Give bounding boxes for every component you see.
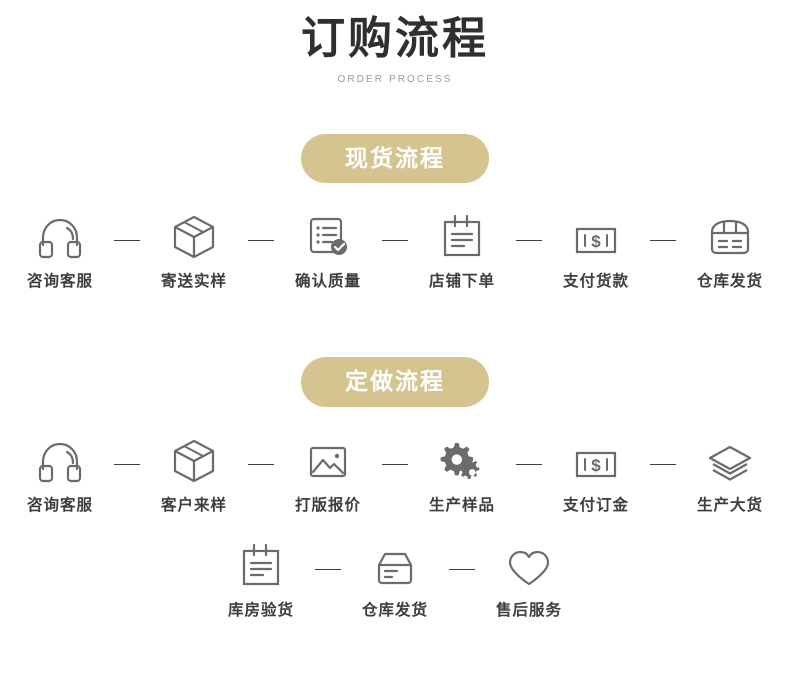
step-produce-sample[interactable]: 生产样品 — [408, 428, 516, 515]
section-badge-instock: 现货流程 — [301, 134, 489, 184]
step-pay-deposit[interactable]: $ 支付订金 — [542, 428, 650, 515]
flow-connector — [516, 204, 542, 260]
step-consult-service-2[interactable]: 咨询客服 — [6, 428, 114, 515]
step-label: 确认质量 — [294, 273, 361, 291]
document-check-icon — [305, 204, 351, 260]
section-badge-custom: 定做流程 — [301, 357, 489, 407]
box-icon — [171, 428, 217, 484]
step-label: 支付订金 — [562, 496, 629, 514]
flow-connector — [516, 428, 542, 484]
flow-connector — [449, 533, 475, 589]
step-label: 咨询客服 — [26, 273, 93, 291]
notepad-icon — [440, 204, 484, 260]
heart-icon — [505, 533, 553, 589]
step-bulk-production[interactable]: 生产大货 — [676, 428, 784, 515]
gears-icon — [438, 428, 486, 484]
svg-text:$: $ — [591, 456, 601, 475]
step-send-sample[interactable]: 寄送实样 — [140, 204, 248, 291]
flow-connector — [114, 204, 140, 260]
flow-connector — [650, 428, 676, 484]
section-badge-wrap-2: 定做流程 — [0, 357, 790, 407]
step-confirm-quality[interactable]: 确认质量 — [274, 204, 382, 291]
flow-connector — [248, 204, 274, 260]
page-title: 订购流程 — [301, 14, 489, 63]
step-label: 咨询客服 — [26, 496, 93, 514]
flow-row-custom-2: 库房验货 仓库发货 售后服务 — [0, 533, 790, 620]
flow-connector — [248, 428, 274, 484]
notepad-icon — [239, 533, 283, 589]
picture-icon — [306, 428, 350, 484]
step-label: 仓库发货 — [361, 601, 428, 619]
step-warehouse-ship-2[interactable]: 仓库发货 — [341, 533, 449, 620]
step-label: 售后服务 — [495, 601, 562, 619]
step-label: 生产样品 — [428, 496, 495, 514]
svg-text:$: $ — [591, 232, 601, 251]
step-sample-quote[interactable]: 打版报价 — [274, 428, 382, 515]
flow-connector — [382, 428, 408, 484]
step-label: 生产大货 — [696, 496, 763, 514]
flow-connector — [315, 533, 341, 589]
delivery-box-icon — [706, 204, 754, 260]
headset-icon — [37, 204, 83, 260]
step-label: 库房验货 — [227, 601, 294, 619]
step-label: 店铺下单 — [428, 273, 495, 291]
step-warehouse-inspect[interactable]: 库房验货 — [207, 533, 315, 620]
flow-connector — [114, 428, 140, 484]
step-customer-sample[interactable]: 客户来样 — [140, 428, 248, 515]
step-label: 客户来样 — [160, 496, 227, 514]
box-icon — [171, 204, 217, 260]
step-consult-service[interactable]: 咨询客服 — [6, 204, 114, 291]
step-pay-goods[interactable]: $ 支付货款 — [542, 204, 650, 291]
layers-icon — [706, 428, 754, 484]
banknote-icon: $ — [571, 428, 621, 484]
section-badge-wrap-1: 现货流程 — [0, 134, 790, 184]
step-label: 寄送实样 — [160, 273, 227, 291]
flow-connector — [382, 204, 408, 260]
step-label: 打版报价 — [294, 496, 361, 514]
step-label: 仓库发货 — [696, 273, 763, 291]
headset-icon — [37, 428, 83, 484]
flow-row-custom-1: 咨询客服 客户来样 打版报 — [0, 428, 790, 515]
step-place-order[interactable]: 店铺下单 — [408, 204, 516, 291]
page-subtitle: ORDER PROCESS — [337, 74, 453, 86]
flow-connector — [650, 204, 676, 260]
step-after-sales[interactable]: 售后服务 — [475, 533, 583, 620]
flow-row-instock: 咨询客服 寄送实样 — [0, 204, 790, 291]
page-header: 订购流程 ORDER PROCESS — [0, 0, 790, 85]
carton-icon — [371, 533, 419, 589]
step-label: 支付货款 — [562, 273, 629, 291]
step-warehouse-ship[interactable]: 仓库发货 — [676, 204, 784, 291]
banknote-icon: $ — [571, 204, 621, 260]
